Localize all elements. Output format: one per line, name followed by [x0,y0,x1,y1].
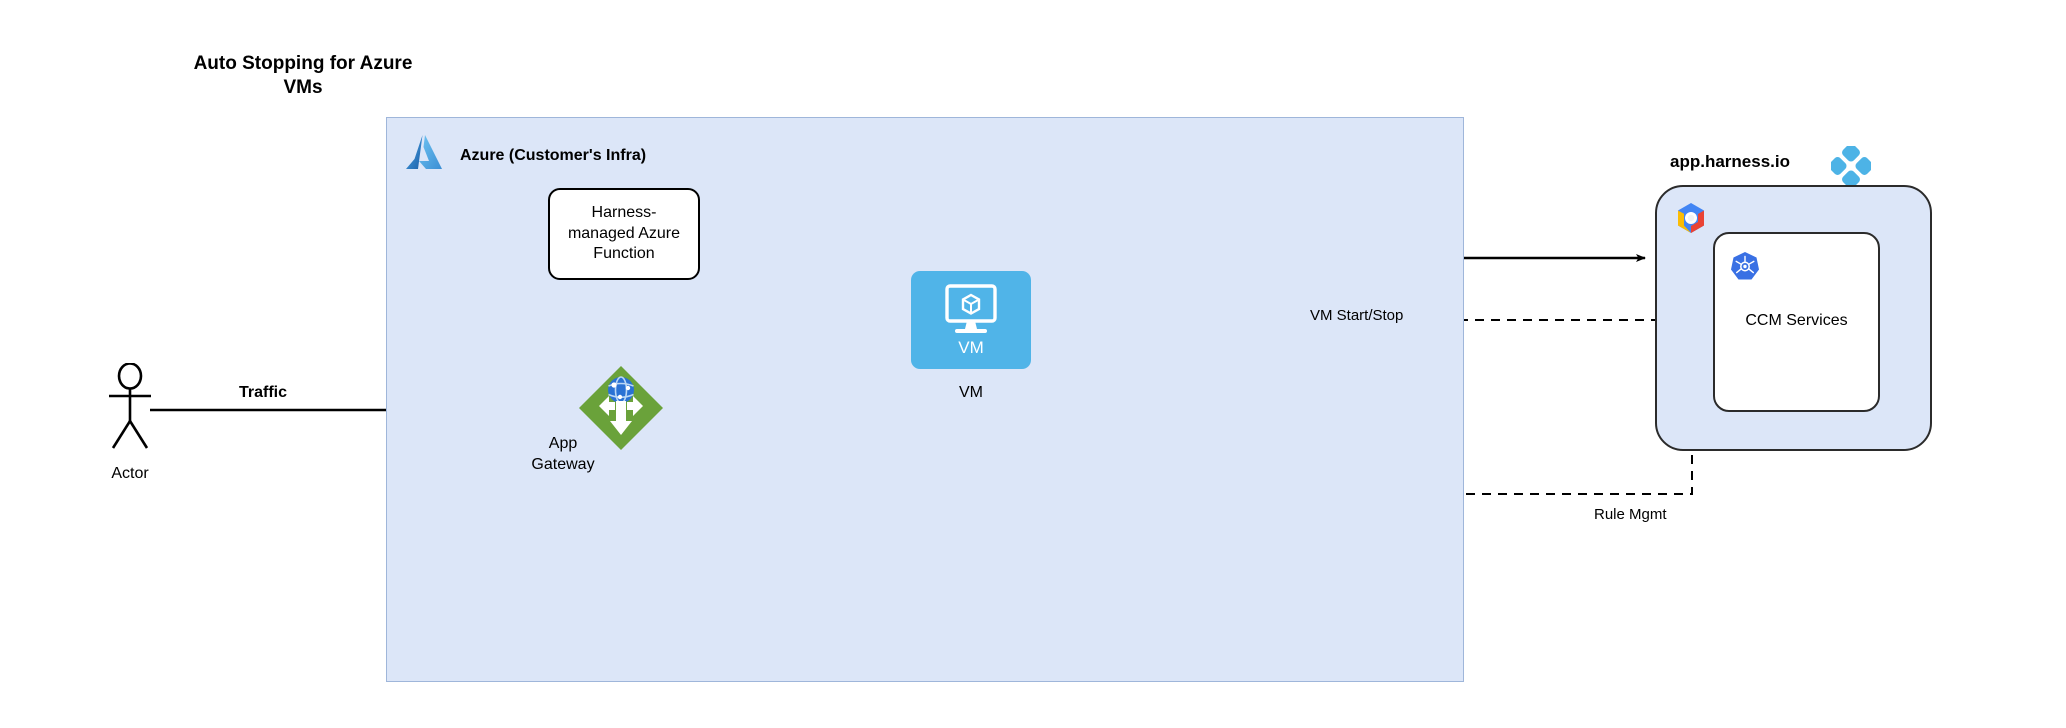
vm-icon-inner-label: VM [958,338,984,357]
app-gateway-label-line-2: Gateway [531,455,595,473]
edge-label-traffic: Traffic [239,384,288,401]
kubernetes-logo-icon [1729,250,1761,282]
app-gateway-icon[interactable] [578,365,664,451]
page-title-line-1: Auto Stopping for Azure [193,53,413,74]
app-gateway-label-line-1: App [548,435,578,452]
vm-node-label: VM [959,384,983,401]
actor-label: Actor [111,465,149,482]
function-node-label: Harness- managed Azure Function [562,203,686,264]
harness-managed-azure-function-node[interactable]: Harness- managed Azure Function [548,188,700,280]
app-gateway-label: App Gateway [508,434,618,476]
edge-label-vm-start-stop: VM Start/Stop [1310,307,1404,324]
azure-container-label: Azure (Customer's Infra) [460,147,647,164]
function-label-line-2: managed Azure [567,224,681,242]
harness-logo-icon [1828,143,1874,189]
actor-stick-figure-icon[interactable] [100,362,160,453]
ccm-services-label: CCM Services [1745,312,1848,329]
gcp-logo-icon [1673,200,1709,236]
function-label-line-3: Function [593,245,655,263]
page-title: Auto Stopping for Azure VMs [178,52,428,100]
azure-logo-icon [402,132,446,176]
harness-cloud-title: app.harness.io [1670,152,1790,171]
edge-label-rule-mgmt: Rule Mgmt [1594,506,1667,523]
page-title-line-2: VMs [283,76,323,98]
function-label-line-1: Harness- [591,204,657,222]
virtual-machine-icon[interactable]: VM [911,271,1031,369]
